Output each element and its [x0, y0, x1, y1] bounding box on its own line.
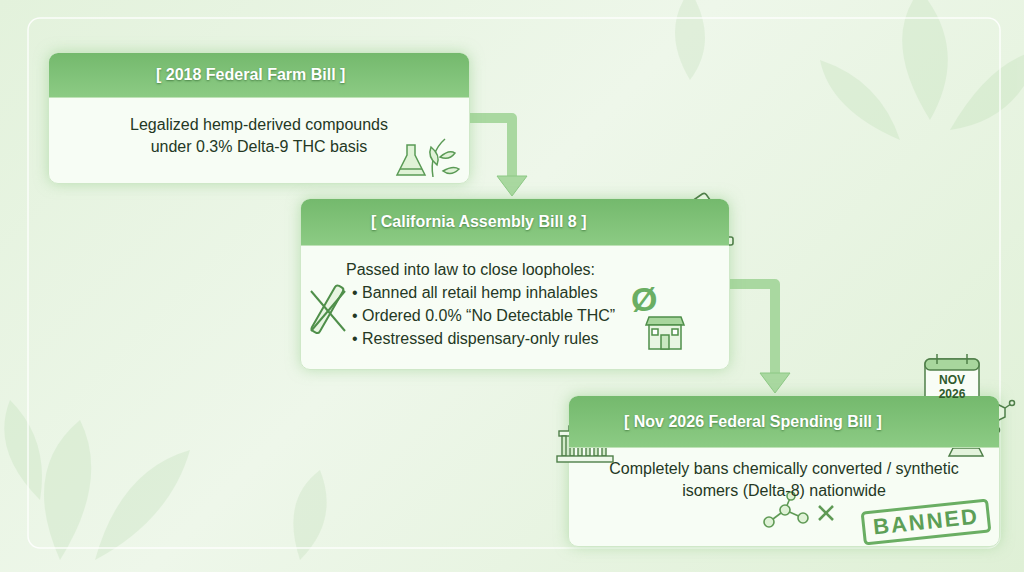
- bullet-item: • Ordered 0.0% “No Detectable THC”: [346, 304, 669, 327]
- card-body: Passed into law to close loopholes:• Ban…: [301, 246, 729, 369]
- frame-border: [28, 18, 1000, 548]
- card-text: Legalized hemp-derived compounds under 0…: [109, 114, 409, 158]
- store-icon: [646, 317, 684, 349]
- flow-arrow: [470, 118, 527, 196]
- arrow-shaft: [470, 118, 512, 178]
- zero-symbol: Ø: [631, 280, 657, 319]
- calendar-month: NOV: [926, 373, 978, 387]
- card-header-band: [ California Assembly Bill 8 ]: [301, 199, 729, 246]
- timeline-card: [ California Assembly Bill 8 ] Passed int…: [300, 198, 730, 370]
- calendar-year: 2026: [926, 387, 978, 401]
- card-header-band: [ 2018 Federal Farm Bill ]: [49, 53, 469, 98]
- card-text: Passed into law to close loopholes:: [346, 258, 669, 281]
- crossed-vape-icon: [311, 284, 345, 334]
- flask-leaf-icon: [397, 139, 459, 177]
- bullet-item: • Restressed dispensary-only rules: [346, 327, 669, 350]
- leaf-watermark: [4, 0, 1024, 560]
- card-title: [ 2018 Federal Farm Bill ]: [156, 66, 345, 84]
- bullet-item: • Banned all retail hemp inhalables: [346, 281, 669, 304]
- arrow-shaft: [730, 284, 775, 375]
- timeline-card: [ 2018 Federal Farm Bill ] Legalized hemp…: [48, 52, 470, 184]
- card-title: [ California Assembly Bill 8 ]: [371, 213, 586, 231]
- flow-arrow: [730, 284, 790, 393]
- card-title: [ Nov 2026 Federal Spending Bill ]: [624, 413, 882, 431]
- card-header-band: [ Nov 2026 Federal Spending Bill ]: [569, 396, 999, 448]
- arrow-head: [760, 373, 790, 393]
- card-text: Completely bans chemically converted / s…: [609, 458, 959, 502]
- card-body: Legalized hemp-derived compounds under 0…: [49, 98, 469, 183]
- arrow-head: [497, 176, 527, 196]
